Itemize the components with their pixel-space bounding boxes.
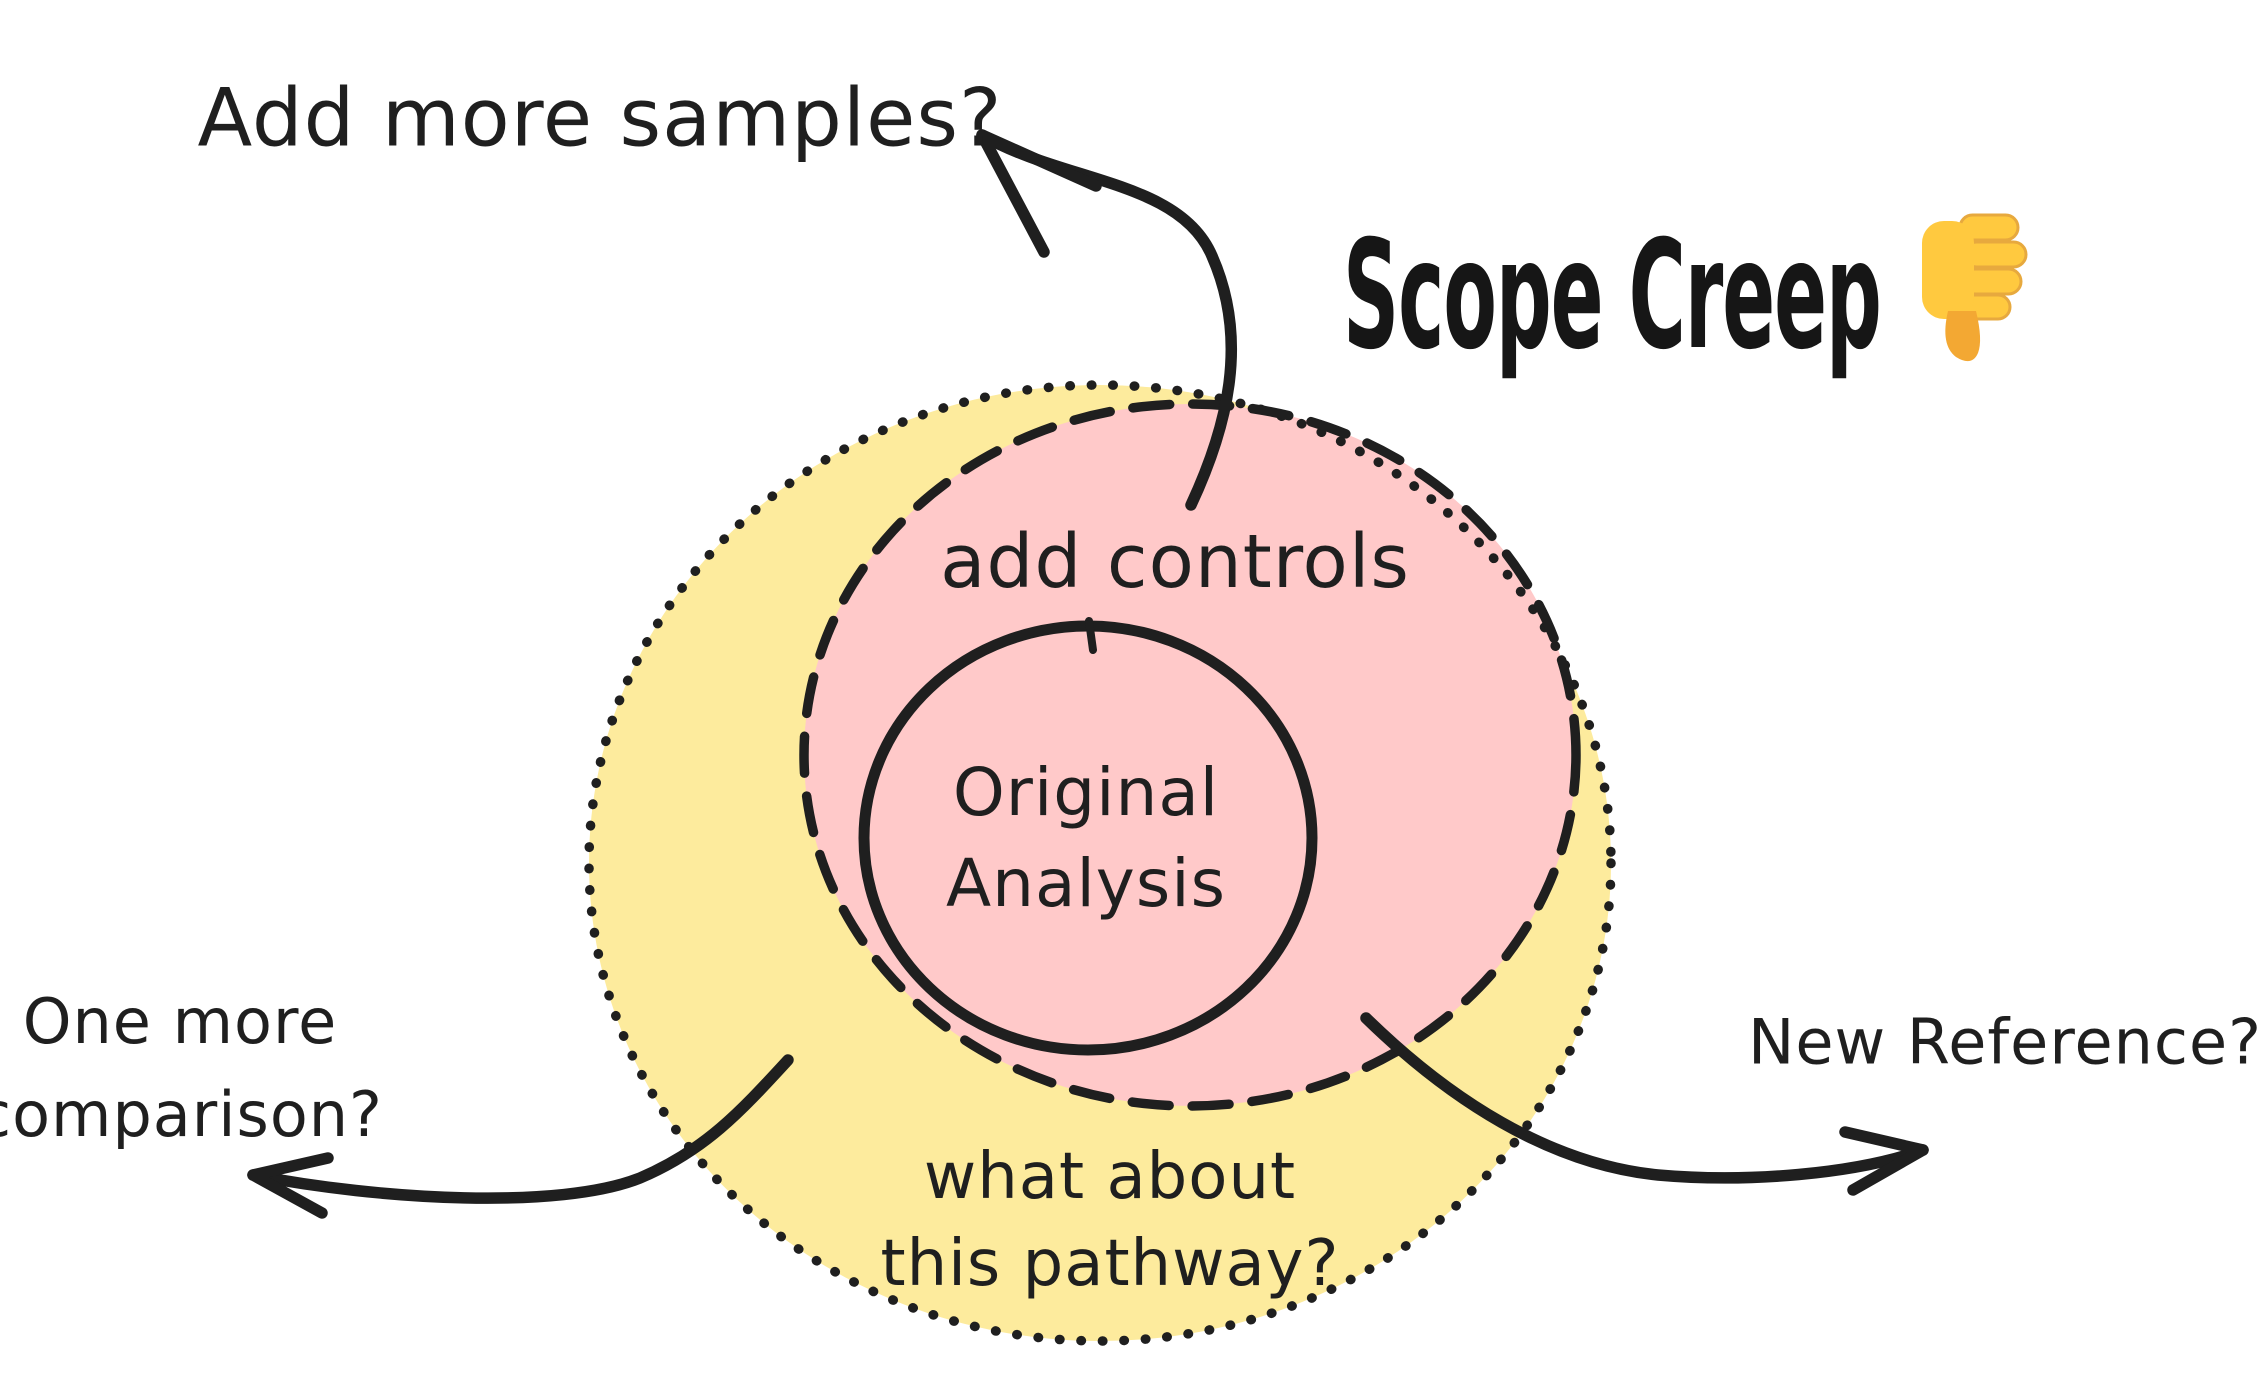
right-arrow (1360, 1012, 1929, 1196)
outer-circle-border (584, 380, 1616, 1346)
outer-circle-label-line2: this pathway? (880, 1227, 1340, 1301)
middle-circle-fill (804, 404, 1576, 1106)
left-arrow (247, 1054, 794, 1219)
callout-left-line2: comparison? (0, 1078, 383, 1151)
top-arrow (976, 129, 1238, 511)
middle-circle-label: add controls (940, 519, 1410, 605)
inner-circle-label-line1: Original (952, 754, 1220, 831)
inner-circle-pen-tick (1085, 617, 1097, 654)
outer-circle-label: what about this pathway? (880, 1134, 1339, 1308)
callout-new-reference: New Reference? (1747, 1005, 2258, 1079)
callout-add-more-samples: Add more samples? (197, 71, 1003, 165)
top-arrow-head (976, 129, 1102, 258)
right-arrow-head (1839, 1126, 1929, 1196)
callout-one-more-comparison: One more comparison? (0, 975, 383, 1161)
thumbs-down-icon (1922, 213, 2028, 362)
outer-circle-label-line1: what about (923, 1140, 1297, 1214)
thumbs-down-palm (1922, 221, 1974, 319)
inner-circle-label-line2: Analysis (946, 845, 1226, 922)
middle-circle-border (799, 399, 1581, 1111)
right-arrow-shaft (1360, 1012, 1929, 1184)
thumbs-down-thumb (1945, 311, 1981, 362)
left-arrow-head (247, 1152, 334, 1219)
callout-left-line1: One more (22, 985, 338, 1058)
page-title: Scope Creep (1343, 209, 1882, 383)
inner-circle-label: Original Analysis (946, 747, 1226, 929)
left-arrow-shaft (247, 1054, 794, 1204)
